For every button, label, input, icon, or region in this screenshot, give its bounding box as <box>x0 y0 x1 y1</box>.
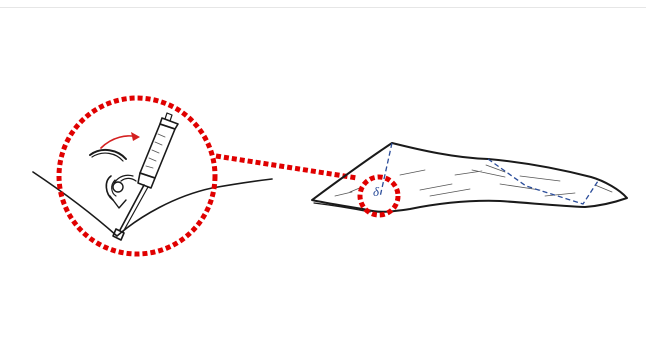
detail-highlight-circle <box>56 95 218 257</box>
syringe-icon <box>112 112 179 241</box>
magnified-detail-view <box>32 95 273 257</box>
fold-guide-lines <box>379 142 599 205</box>
top-divider <box>0 7 646 8</box>
angle-label: δ <box>373 184 380 199</box>
magnification-connector <box>215 153 358 181</box>
overview-highlight-circle <box>357 174 401 218</box>
curved-arrow-icon <box>100 132 140 149</box>
curved-retractor-icon <box>89 148 137 209</box>
overview-sketch: δ <box>311 142 628 218</box>
body-outline <box>311 142 628 213</box>
skin-surface-line <box>32 171 273 237</box>
